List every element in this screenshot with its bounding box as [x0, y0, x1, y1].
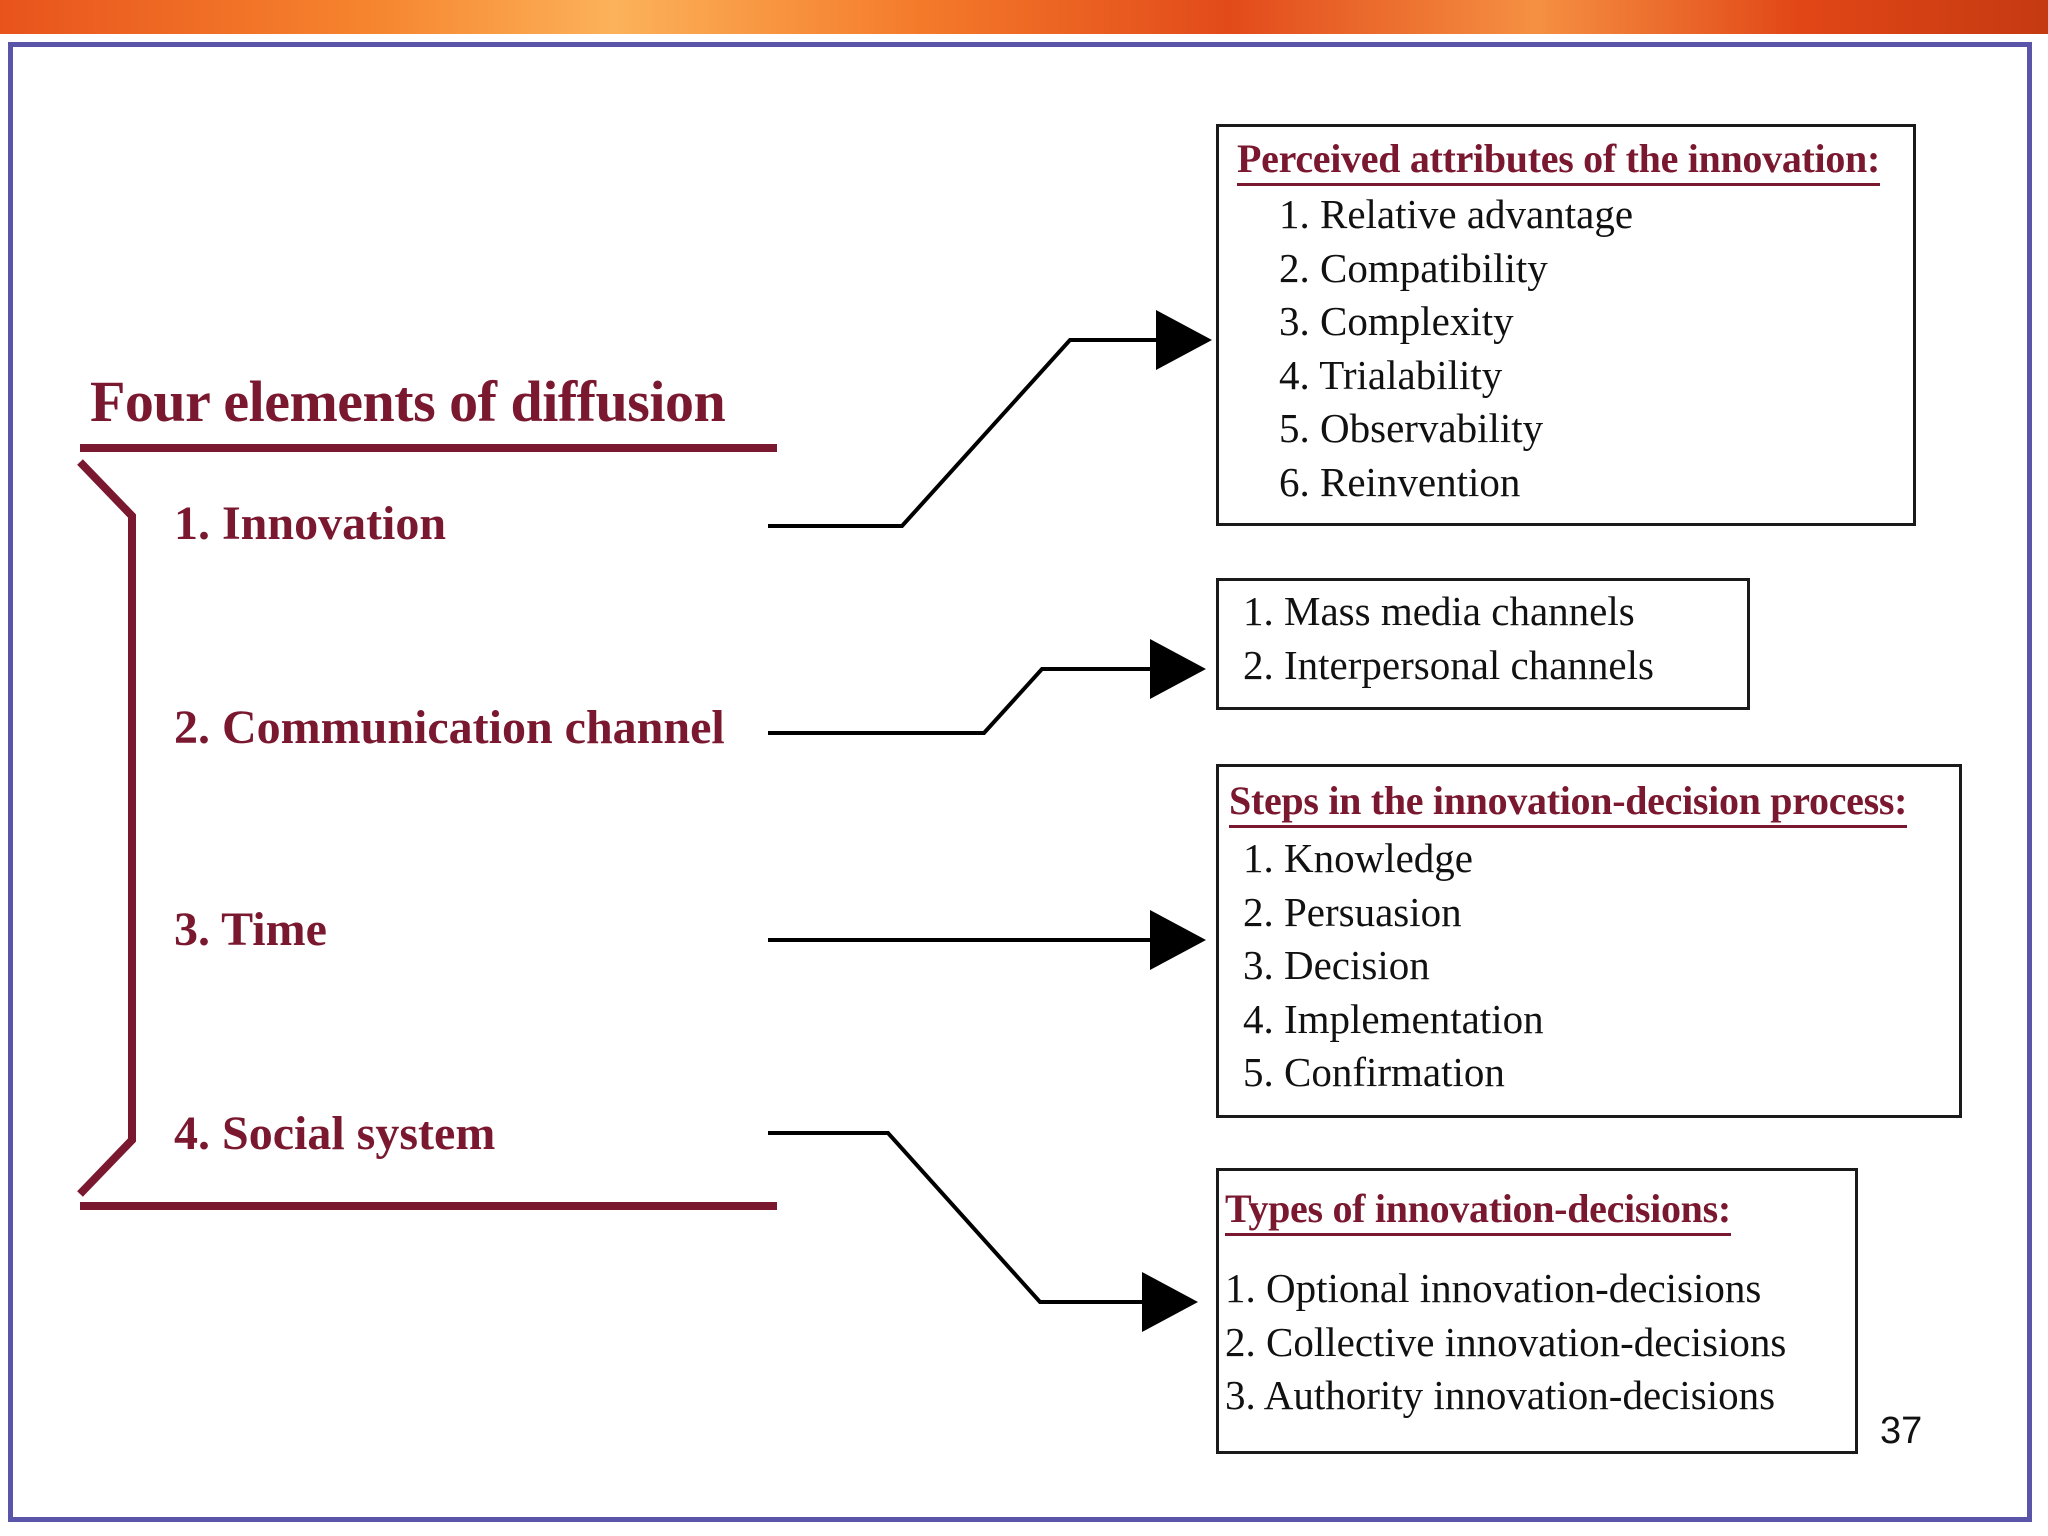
attribute-item: 6. Reinvention: [1279, 458, 1521, 505]
types-heading: Types of innovation-decisions:: [1225, 1185, 1731, 1236]
connector-innovation: [768, 338, 1160, 528]
attribute-item: 1. Relative advantage: [1279, 191, 1634, 237]
steps-heading: Steps in the innovation-decision process…: [1229, 777, 1907, 828]
channel-item: 2. Interpersonal channels: [1243, 641, 1654, 688]
arrowhead-innovation: [1156, 310, 1212, 370]
element-time: 3. Time: [174, 903, 327, 956]
channel-item: 1. Mass media channels: [1243, 588, 1635, 634]
connector-social: [768, 1131, 1148, 1304]
top-banner: [0, 0, 2048, 34]
arrowhead-time: [1150, 910, 1206, 970]
element-communication-channel: 2. Communication channel: [174, 701, 725, 754]
attributes-box: Perceived attributes of the innovation: …: [1216, 124, 1916, 526]
connector-communication: [768, 667, 1156, 735]
attributes-list: 1. Relative advantage 2. Compatibility 3…: [1237, 188, 1913, 509]
channels-box: 1. Mass media channels 2. Interpersonal …: [1216, 578, 1750, 710]
step-item: 2. Persuasion: [1243, 888, 1462, 935]
types-list: 1. Optional innovation-decisions 2. Coll…: [1225, 1262, 1855, 1423]
steps-box: Steps in the innovation-decision process…: [1216, 764, 1962, 1118]
type-item: 1. Optional innovation-decisions: [1225, 1265, 1762, 1311]
element-social-system: 4. Social system: [174, 1107, 496, 1160]
slide-page-number: 37: [1880, 1410, 1923, 1452]
arrowhead-social: [1142, 1272, 1198, 1332]
step-item: 5. Confirmation: [1243, 1049, 1505, 1095]
types-box: Types of innovation-decisions: 1. Option…: [1216, 1168, 1858, 1454]
attribute-item: 3. Complexity: [1279, 298, 1514, 344]
attributes-heading: Perceived attributes of the innovation:: [1237, 135, 1880, 186]
type-item: 3. Authority innovation-decisions: [1225, 1372, 1776, 1418]
steps-list: 1. Knowledge 2. Persuasion 3. Decision 4…: [1229, 832, 1959, 1100]
type-item: 2. Collective innovation-decisions: [1225, 1318, 1787, 1365]
attribute-item: 2. Compatibility: [1279, 244, 1548, 291]
element-bracket: [77, 444, 777, 1210]
diagram-title: Four elements of diffusion: [90, 369, 726, 434]
attribute-item: 4. Trialability: [1279, 351, 1503, 398]
step-item: 3. Decision: [1243, 942, 1430, 988]
step-item: 4. Implementation: [1243, 995, 1544, 1042]
element-innovation: 1. Innovation: [174, 497, 447, 550]
attribute-item: 5. Observability: [1279, 405, 1544, 451]
step-item: 1. Knowledge: [1243, 835, 1474, 881]
arrowhead-communication: [1150, 639, 1206, 699]
